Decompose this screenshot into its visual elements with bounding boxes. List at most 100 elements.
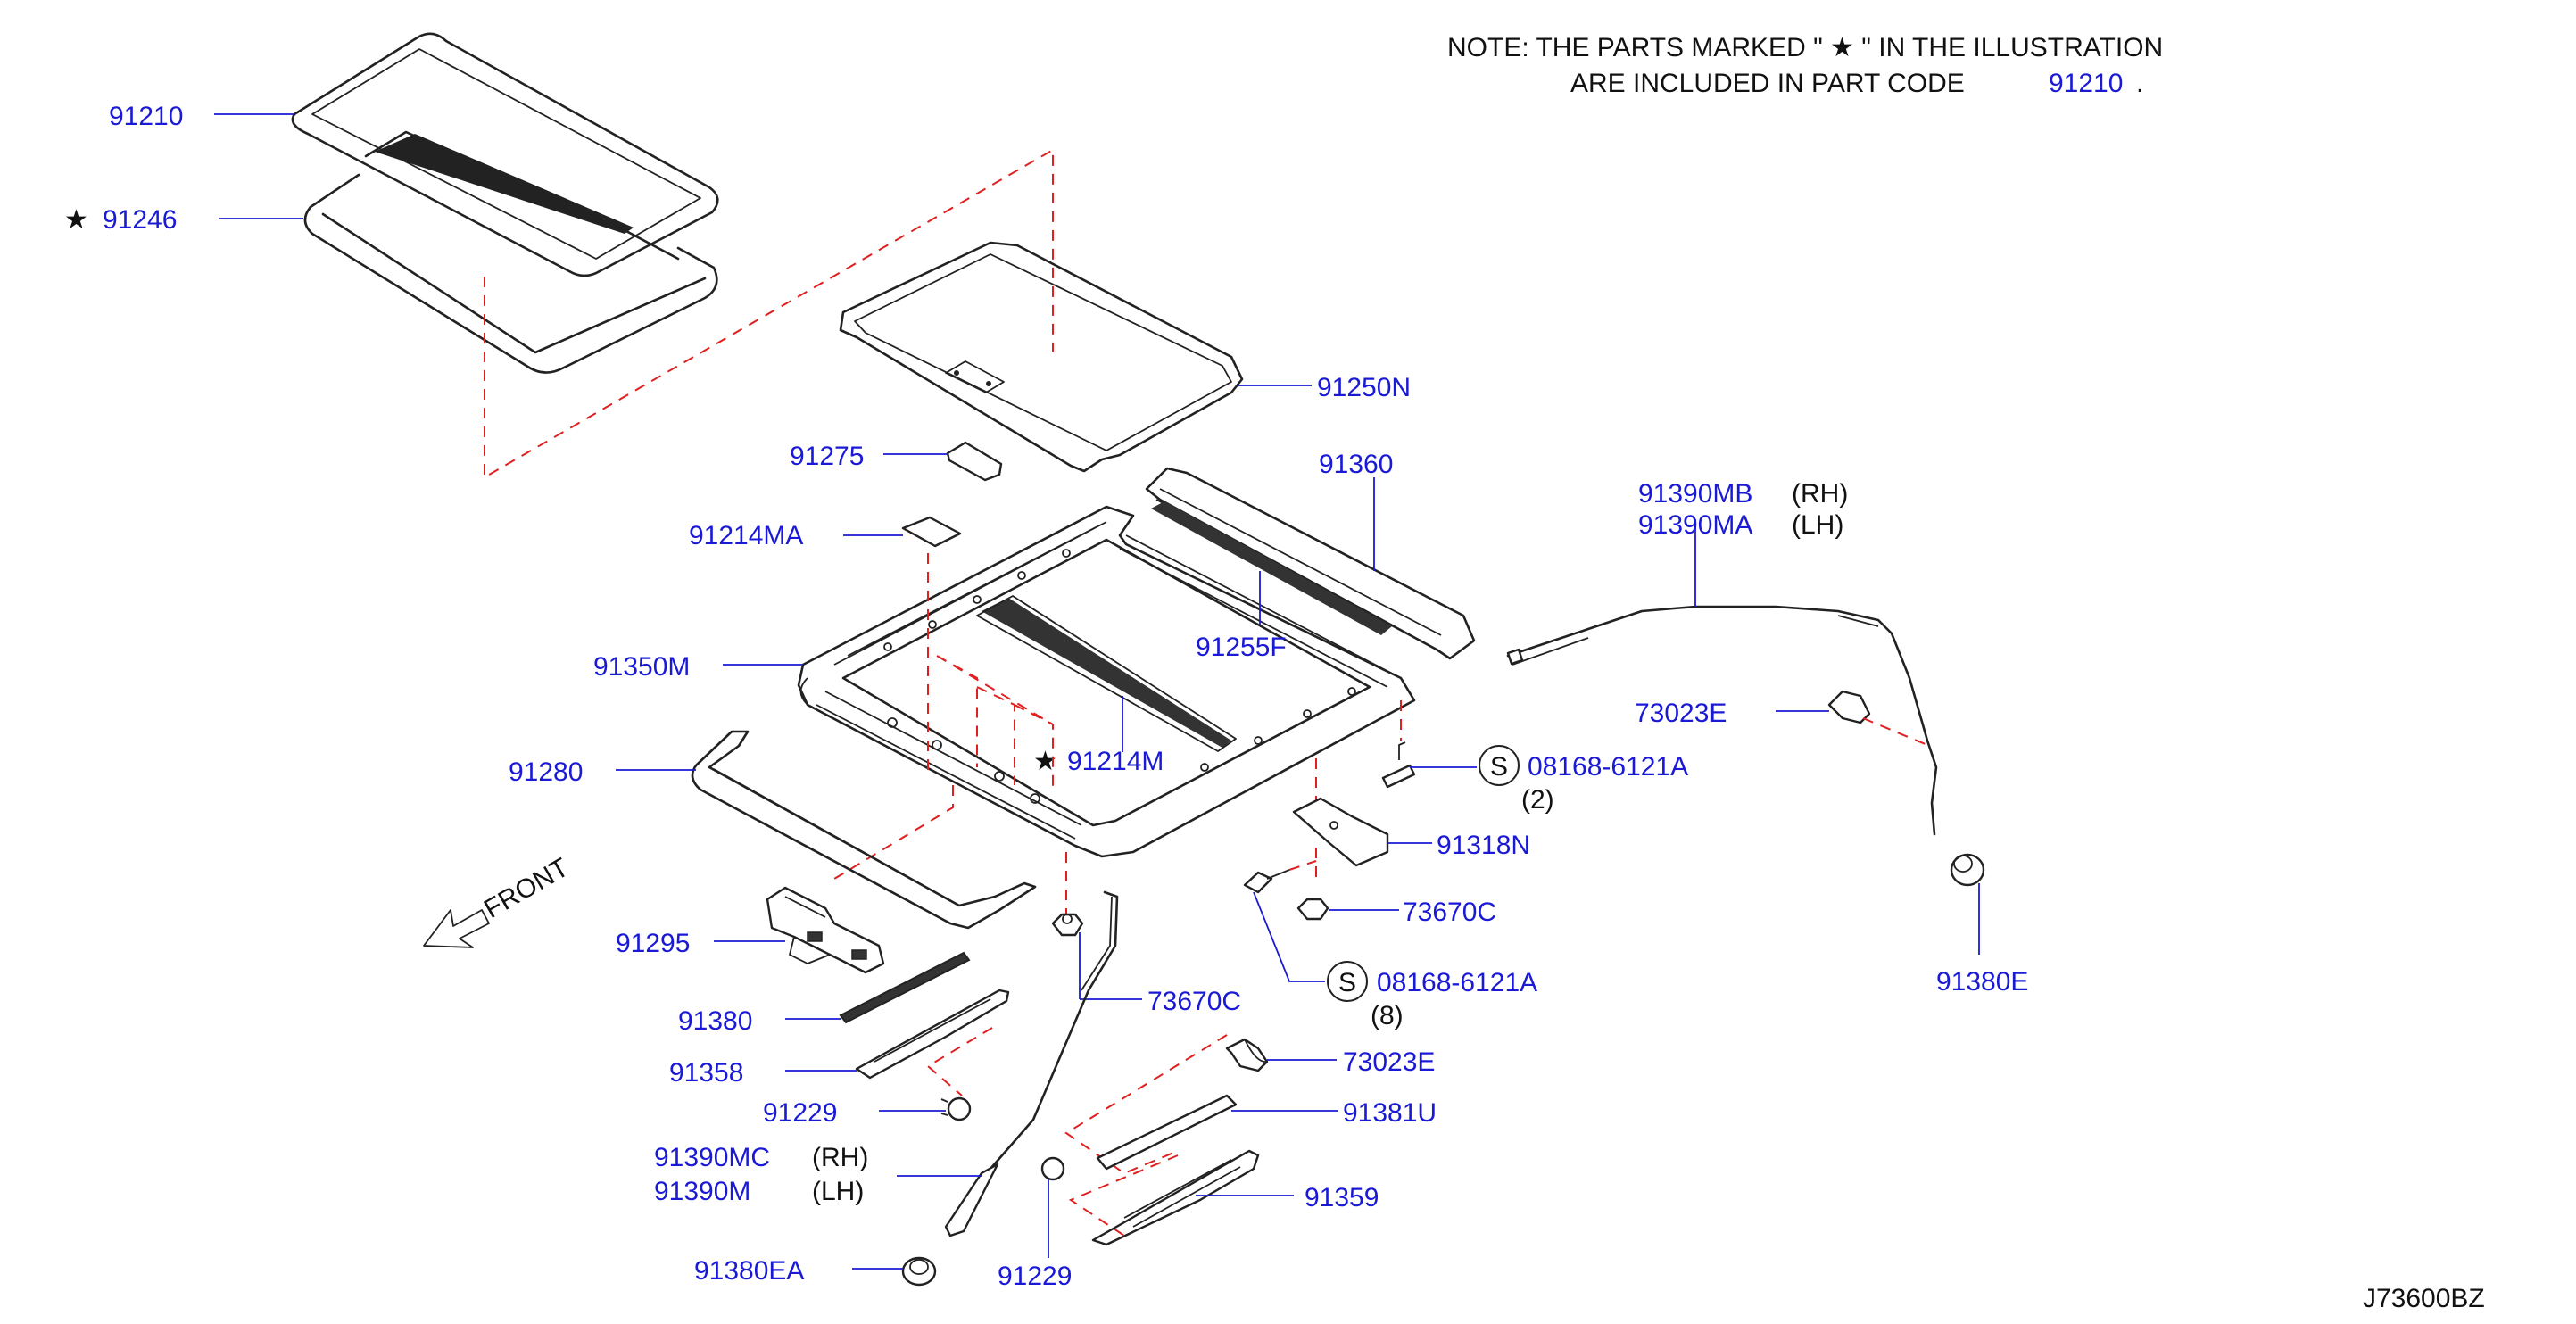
s-symbol-8: S bbox=[1338, 968, 1356, 997]
bolt-a-head bbox=[1381, 764, 1416, 789]
label-91229-right[interactable]: 91229 bbox=[998, 1262, 1072, 1291]
nut-right-hex bbox=[1296, 898, 1329, 921]
glass-lid-outline bbox=[291, 32, 719, 277]
bracket-hole bbox=[1329, 821, 1338, 830]
qty-2: (2) bbox=[1521, 785, 1554, 815]
nut-73670C-right bbox=[1296, 898, 1329, 921]
label-91390MB[interactable]: 91390MB bbox=[1638, 479, 1752, 509]
screw-91229-right bbox=[1040, 1156, 1065, 1181]
bolt-b-head bbox=[1243, 871, 1273, 894]
bracket-body bbox=[1292, 797, 1389, 867]
label-91390MC[interactable]: 91390MC bbox=[654, 1143, 770, 1172]
label-91229-left[interactable]: 91229 bbox=[763, 1098, 837, 1128]
trim-strip-91255F bbox=[1151, 501, 1392, 635]
label-rh-left: (RH) bbox=[812, 1143, 868, 1172]
label-91318N[interactable]: 91318N bbox=[1437, 831, 1530, 860]
cable-end-sleeve bbox=[944, 1163, 999, 1237]
label-91295[interactable]: 91295 bbox=[616, 929, 690, 958]
label-73670C-left[interactable]: 73670C bbox=[1147, 987, 1241, 1016]
label-91380[interactable]: 91380 bbox=[678, 1006, 752, 1036]
frame-rail-right bbox=[1119, 534, 1402, 688]
label-91380E[interactable]: 91380E bbox=[1936, 967, 2028, 997]
guide-rail-body bbox=[855, 989, 1010, 1080]
screw-head bbox=[947, 1096, 972, 1121]
s-circle-2 bbox=[1479, 745, 1520, 786]
label-73023E-right[interactable]: 73023E bbox=[1635, 699, 1727, 728]
handle-hole-b bbox=[986, 381, 991, 386]
label-91359[interactable]: 91359 bbox=[1305, 1183, 1379, 1212]
screw-thread bbox=[940, 1098, 948, 1116]
frame-inner bbox=[841, 538, 1371, 827]
guide-rail-right-body bbox=[1091, 1149, 1260, 1246]
clip-73023E-mid bbox=[1225, 1038, 1269, 1072]
label-91390M[interactable]: 91390M bbox=[654, 1177, 750, 1206]
drain-hose-line bbox=[713, 768, 956, 904]
sunshade-handle bbox=[945, 360, 1005, 393]
label-91360[interactable]: 91360 bbox=[1319, 450, 1393, 479]
cable-outer bbox=[989, 890, 1119, 1171]
clip-right-body bbox=[1827, 690, 1871, 724]
label-91280[interactable]: 91280 bbox=[509, 757, 583, 787]
frame-center-strip-outline bbox=[976, 595, 1237, 752]
bolt-08168-a bbox=[1381, 741, 1416, 789]
label-91250N[interactable]: 91250N bbox=[1317, 373, 1411, 402]
sunroof-motor-91295 bbox=[766, 886, 885, 974]
grommet-right-inner bbox=[1953, 855, 1973, 873]
star-91246: ★ bbox=[64, 205, 88, 235]
label-91350M[interactable]: 91350M bbox=[593, 652, 690, 682]
label-91390MA[interactable]: 91390MA bbox=[1638, 510, 1752, 540]
glass-lid-inner bbox=[311, 48, 701, 260]
leader-08168-8 bbox=[1253, 891, 1325, 982]
motor-detail bbox=[784, 896, 831, 964]
guide-bracket bbox=[1315, 700, 1402, 883]
grommet-91380EA bbox=[901, 1256, 937, 1287]
guide-bolt-b bbox=[1288, 860, 1317, 871]
label-91358[interactable]: 91358 bbox=[669, 1058, 743, 1088]
clip-body bbox=[1225, 1038, 1269, 1072]
frame-rail-front bbox=[833, 521, 1107, 666]
label-91380EA[interactable]: 91380EA bbox=[694, 1256, 804, 1286]
front-direction-indicator: FRONT bbox=[423, 853, 574, 948]
note-part-code[interactable]: 91210 bbox=[2049, 69, 2123, 98]
s-circle-8 bbox=[1327, 961, 1368, 1002]
label-91275[interactable]: 91275 bbox=[790, 442, 864, 471]
note-line-1: NOTE: THE PARTS MARKED " ★ " IN THE ILLU… bbox=[1447, 33, 2163, 62]
front-arrow-icon bbox=[423, 909, 490, 948]
guide-pad-to-frame bbox=[927, 553, 1054, 792]
sunshade-outline bbox=[839, 241, 1244, 473]
diagram-code: J73600BZ bbox=[2363, 1284, 2485, 1313]
frame-front-notch bbox=[799, 677, 808, 706]
bolt-08168-b bbox=[1243, 869, 1290, 894]
frame-rail-left bbox=[816, 691, 1082, 840]
s-symbol-2: S bbox=[1490, 752, 1508, 782]
guide-rail-91359 bbox=[1091, 1149, 1260, 1246]
guide-frame-to-motor bbox=[833, 785, 954, 880]
cable-right-outer bbox=[1506, 605, 1938, 836]
guide-rail-right-detail bbox=[1123, 1159, 1241, 1228]
bracket-91318N bbox=[1292, 797, 1389, 867]
label-91255F[interactable]: 91255F bbox=[1196, 633, 1287, 662]
label-73023E-mid[interactable]: 73023E bbox=[1343, 1047, 1435, 1077]
label-lh-right: (LH) bbox=[1792, 510, 1843, 540]
label-91214MA[interactable]: 91214MA bbox=[689, 521, 803, 550]
label-91214M[interactable]: 91214M bbox=[1067, 747, 1164, 776]
nut-hole bbox=[1062, 914, 1073, 924]
label-91210[interactable]: 91210 bbox=[109, 102, 183, 131]
screw-91229-left bbox=[940, 1096, 972, 1121]
nut-hex bbox=[1051, 913, 1084, 937]
motor-connector bbox=[851, 949, 867, 960]
sunshade-assembly bbox=[839, 241, 1244, 473]
glass-lid-assembly bbox=[291, 32, 719, 374]
label-08168-2[interactable]: 08168-6121A bbox=[1528, 752, 1688, 782]
sunshade-inner bbox=[854, 253, 1232, 451]
label-91381U[interactable]: 91381U bbox=[1343, 1098, 1437, 1128]
handle-91275 bbox=[946, 441, 1003, 482]
cable-right-inner bbox=[1512, 615, 1879, 666]
drive-cable-right bbox=[1506, 605, 1938, 836]
weatherstrip-seal-outline bbox=[303, 173, 718, 374]
label-08168-8[interactable]: 08168-6121A bbox=[1377, 968, 1537, 997]
label-91246[interactable]: 91246 bbox=[103, 205, 177, 235]
label-73670C-right[interactable]: 73670C bbox=[1403, 898, 1496, 927]
drain-hose-outline bbox=[691, 730, 1037, 930]
